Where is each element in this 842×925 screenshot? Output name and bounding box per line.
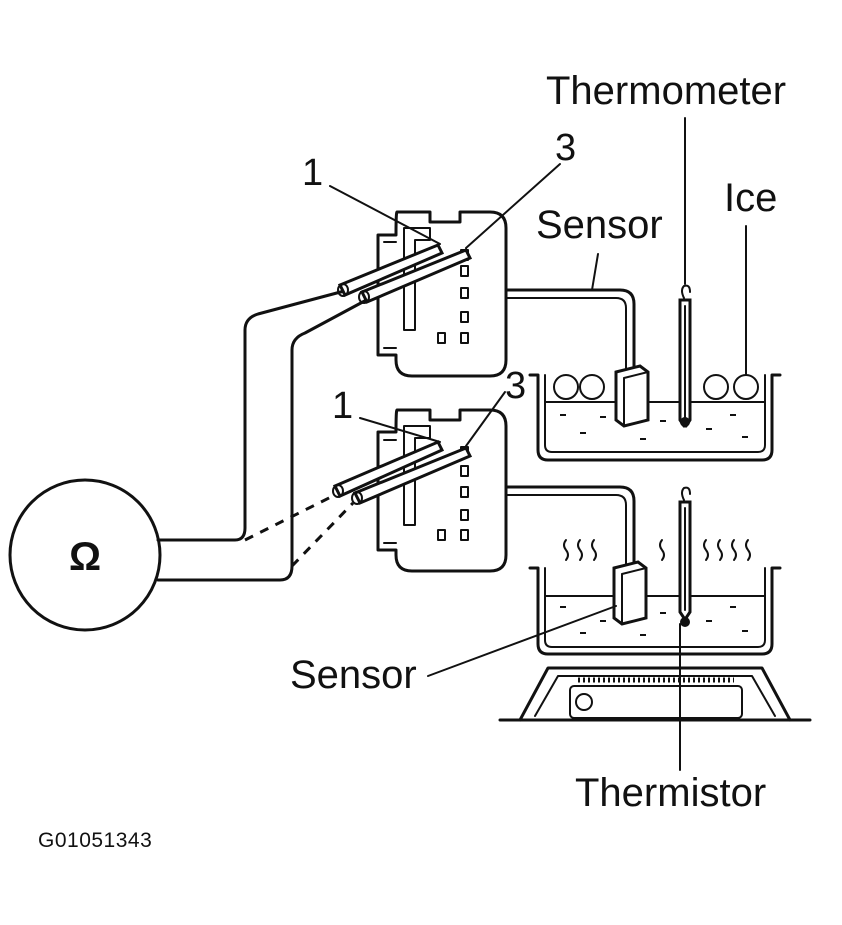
ohmmeter: Ω [8,478,162,632]
sensor-label-top: Sensor [536,203,663,247]
sensor-cable-top-inner [505,297,627,373]
ice-cube [733,374,759,400]
ohm-symbol: Ω [69,535,101,579]
ice-bath [528,364,782,462]
ice-bath-container [528,373,782,462]
pin-3-leader-bottom [465,391,506,447]
ohmmeter-body [8,478,162,632]
lead-upper [156,288,350,542]
lead-lower-dashed [290,501,355,568]
sensor-label-bottom: Sensor [290,653,417,697]
thermometer-label: Thermometer [546,69,786,113]
ice-cube [703,374,729,400]
ice-label: Ice [724,176,777,220]
connector-top-housing [376,210,508,378]
lead-lower [156,295,374,582]
steam [563,539,751,561]
thermometer-hot [678,486,692,627]
hot-water-bath [528,539,782,656]
connector-bottom-housing [376,408,508,573]
meter-leads [156,288,374,582]
pin-1-leader-top [329,185,441,245]
sensor-cable-top-outer [504,288,636,374]
thermometer-hot-bulb [680,617,690,627]
pin-3-leader-top [465,163,561,249]
ice-cube [553,374,579,400]
sensor-cable-bottom-inner [505,494,627,567]
sensor-leader-bottom [427,605,617,677]
thermistor-label: Thermistor [575,771,766,815]
heater-knob [575,693,593,711]
ice-cube [579,374,605,400]
lead-upper-dashed [244,493,336,542]
pin-1-leader-bottom [359,417,441,443]
heater-body [518,666,792,722]
pin-1-label-bottom: 1 [332,385,353,427]
sensor-leader-top [591,253,599,291]
thermometer [678,284,692,428]
probe-top-1 [337,243,445,297]
probe-top-3 [359,248,473,304]
connector-top [337,210,636,378]
pin-1-label-top: 1 [302,152,323,194]
figure-id: G01051343 [38,829,152,852]
pin-3-label-top: 3 [555,127,576,169]
connector-bottom [332,408,636,573]
heater [498,666,812,722]
hot-bath-container [528,566,782,656]
probe-bottom-3 [352,446,473,505]
sensor-cable-bottom-outer [504,485,636,568]
probe-bottom-1 [332,440,445,498]
thermometer-bulb [680,417,690,427]
pin-3-label-bottom: 3 [505,365,526,407]
heater-panel [569,685,743,719]
